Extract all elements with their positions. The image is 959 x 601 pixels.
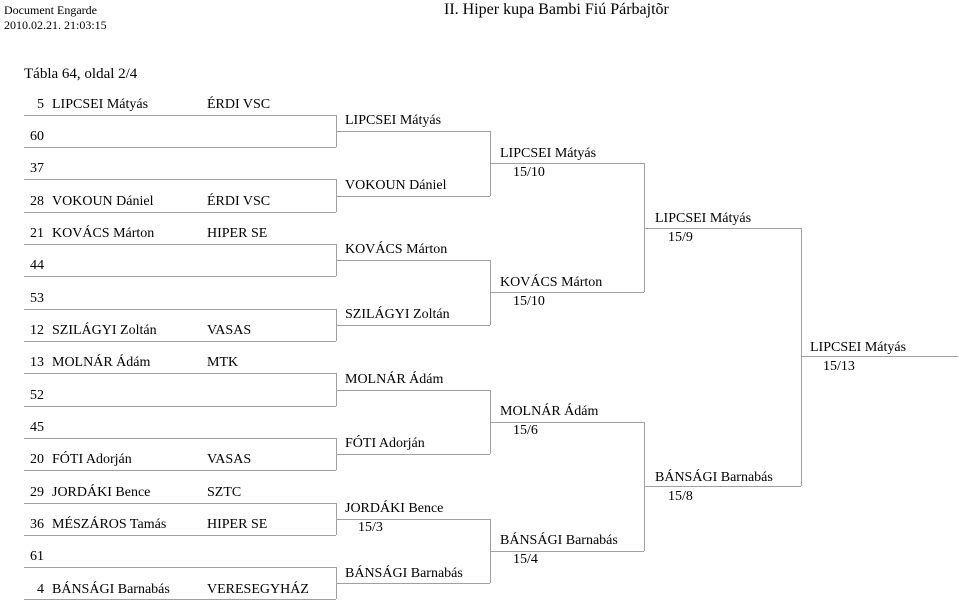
seed-number: 28 [30, 194, 44, 209]
seed-number: 61 [30, 549, 44, 564]
bracket-line [336, 390, 490, 391]
round4-winner: BÁNSÁGI Barnabás [655, 470, 773, 485]
seed-number: 13 [30, 355, 44, 370]
bracket-connector [336, 179, 337, 212]
round4-score: 15/9 [668, 230, 693, 245]
fencer-name: FÓTI Adorján [52, 452, 132, 467]
bracket-line [24, 373, 336, 374]
seed-number: 37 [30, 161, 44, 176]
round4-score: 15/8 [668, 489, 693, 504]
bracket-line [644, 228, 801, 229]
bracket-line [336, 131, 490, 132]
round2-winner: LIPCSEI Mátyás [345, 113, 442, 128]
round2-score: 15/3 [358, 520, 383, 535]
club-name: VASAS [207, 323, 252, 338]
bracket-line [24, 147, 336, 148]
fencer-name: JORDÁKI Bence [52, 485, 151, 500]
bracket-connector [336, 373, 337, 406]
round3-winner: BÁNSÁGI Barnabás [500, 533, 618, 548]
bracket-line [24, 503, 336, 504]
bracket-line [336, 325, 490, 326]
fencer-name: KOVÁCS Márton [52, 226, 155, 241]
bracket-connector [644, 163, 645, 292]
print-timestamp: 2010.02.21. 21:03:15 [4, 18, 107, 32]
competition-title: II. Hiper kupa Bambi Fiú Párbajtõr [444, 1, 669, 18]
fencer-name: SZILÁGYI Zoltán [52, 323, 157, 338]
bracket-line [801, 356, 958, 357]
bracket-line [24, 244, 336, 245]
seed-number: 45 [30, 420, 44, 435]
seed-number: 60 [30, 129, 44, 144]
seed-number: 29 [30, 485, 44, 500]
round5-winner: LIPCSEI Mátyás [810, 340, 907, 355]
seed-number: 21 [30, 226, 44, 241]
seed-number: 5 [37, 97, 44, 112]
round3-score: 15/10 [513, 165, 545, 180]
bracket-line [24, 567, 336, 568]
bracket-line [24, 115, 336, 116]
app-name: Document Engarde [4, 3, 97, 17]
fencer-name: MÉSZÁROS Tamás [52, 517, 167, 532]
fencer-name: BÁNSÁGI Barnabás [52, 582, 170, 597]
fencer-name: VOKOUN Dániel [52, 194, 154, 209]
bracket-connector [801, 228, 802, 486]
round3-score: 15/4 [513, 552, 538, 567]
round2-winner: VOKOUN Dániel [345, 178, 447, 193]
bracket-line [490, 292, 644, 293]
club-name: HIPER SE [207, 226, 268, 241]
bracket-line [336, 260, 490, 261]
bracket-line [24, 341, 336, 342]
fencer-name: MOLNÁR Ádám [52, 355, 151, 370]
bracket-line [336, 196, 490, 197]
bracket-line [490, 551, 644, 552]
bracket-line [644, 486, 801, 487]
bracket-line [24, 212, 336, 213]
bracket-line [24, 276, 336, 277]
round3-score: 15/6 [513, 423, 538, 438]
round2-winner: KOVÁCS Márton [345, 242, 448, 257]
seed-number: 53 [30, 291, 44, 306]
bracket-line [24, 535, 336, 536]
round3-winner: KOVÁCS Márton [500, 275, 603, 290]
seed-number: 12 [30, 323, 44, 338]
round2-winner: JORDÁKI Bence [345, 501, 444, 516]
table-title: Tábla 64, oldal 2/4 [24, 66, 138, 82]
bracket-line [490, 422, 644, 423]
round2-winner: SZILÁGYI Zoltán [345, 307, 450, 322]
round3-winner: MOLNÁR Ádám [500, 404, 599, 419]
round2-winner: MOLNÁR Ádám [345, 372, 444, 387]
round2-winner: BÁNSÁGI Barnabás [345, 566, 463, 581]
bracket-line [24, 470, 336, 471]
bracket-line [24, 438, 336, 439]
bracket-line [336, 519, 490, 520]
bracket-line [490, 163, 644, 164]
round3-score: 15/10 [513, 294, 545, 309]
bracket-line [336, 583, 490, 584]
round4-winner: LIPCSEI Mátyás [655, 211, 752, 226]
bracket-line [24, 309, 336, 310]
bracket-line [24, 179, 336, 180]
seed-number: 4 [37, 582, 44, 597]
seed-number: 20 [30, 452, 44, 467]
round2-winner: FÓTI Adorján [345, 436, 425, 451]
club-name: SZTC [207, 485, 242, 500]
club-name: ÉRDI VSC [207, 97, 271, 112]
fencer-name: LIPCSEI Mátyás [52, 97, 149, 112]
club-name: VERESEGYHÁZ [207, 582, 309, 597]
seed-number: 44 [30, 258, 44, 273]
round3-winner: LIPCSEI Mátyás [500, 146, 597, 161]
club-name: HIPER SE [207, 517, 268, 532]
bracket-line [336, 454, 490, 455]
club-name: VASAS [207, 452, 252, 467]
club-name: MTK [207, 355, 239, 370]
bracket-line [24, 599, 336, 600]
seed-number: 52 [30, 388, 44, 403]
club-name: ÉRDI VSC [207, 194, 271, 209]
round5-score: 15/13 [823, 359, 855, 374]
seed-number: 36 [30, 517, 44, 532]
bracket-line [24, 406, 336, 407]
